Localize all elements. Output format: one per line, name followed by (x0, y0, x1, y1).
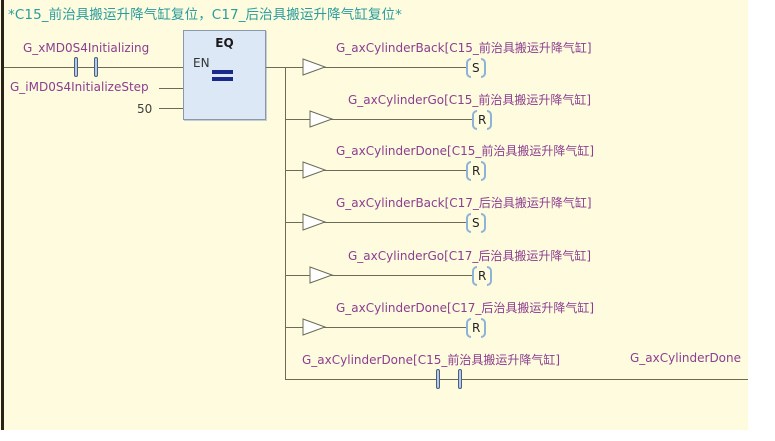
output-wire (285, 67, 466, 68)
output-wire (285, 327, 466, 328)
output-wire (285, 222, 466, 223)
eq-block-title: EQ (215, 36, 234, 50)
left-power-rail (1, 0, 4, 430)
eq-input-1-wire (159, 88, 183, 89)
edge-trigger-icon[interactable] (302, 58, 327, 76)
next-element-label[interactable]: G_axCylinderDone (630, 351, 742, 365)
coil-variable-label[interactable]: G_axCylinderDone[C15_前治具搬运升降气缸] (336, 144, 595, 158)
edge-trigger-icon[interactable] (309, 110, 334, 128)
eq-function-block[interactable]: EQ EN (183, 30, 266, 120)
set-coil[interactable]: S (466, 57, 486, 79)
reset-coil[interactable]: R (472, 265, 493, 287)
coil-right-paren (487, 266, 493, 286)
input-contact-label[interactable]: G_xMD0S4Initializing (23, 41, 150, 55)
coil-variable-label[interactable]: G_axCylinderDone[C17_后治具搬运升降气缸] (336, 301, 595, 315)
coil-right-paren (480, 58, 486, 78)
edge-trigger-icon[interactable] (302, 318, 327, 336)
bottom-branch-wire (285, 379, 748, 380)
coil-left-paren (466, 58, 471, 78)
coil-right-paren (487, 110, 493, 130)
eq-input-2-wire (159, 108, 183, 109)
output-wire (285, 119, 472, 120)
eq-input-1-label[interactable]: G_iMD0S4InitializeStep (10, 80, 149, 94)
coil-type: R (478, 113, 487, 127)
rung-wire (4, 67, 183, 68)
output-wire (285, 275, 472, 276)
coil-left-paren (472, 110, 477, 130)
edge-trigger-icon[interactable] (302, 213, 327, 231)
coil-variable-label[interactable]: G_axCylinderBack[C15_前治具搬运升降气缸] (336, 41, 592, 55)
set-coil[interactable]: S (466, 212, 486, 234)
coil-type: S (472, 61, 480, 75)
contact-right-bar (458, 369, 462, 389)
contact-left-bar (436, 369, 440, 389)
coil-type: R (478, 269, 487, 283)
coil-type: R (472, 164, 481, 178)
equals-icon (212, 70, 233, 81)
edge-trigger-icon[interactable] (302, 161, 327, 179)
coil-right-paren (481, 318, 487, 338)
eq-enable-pin: EN (193, 56, 210, 70)
ladder-editor-canvas[interactable]: *C15_前治具搬运升降气缸复位，C17_后治具搬运升降气缸复位* G_xMD0… (0, 0, 748, 430)
coil-variable-label[interactable]: G_axCylinderGo[C17_后治具搬运升降气缸] (348, 249, 592, 263)
coil-left-paren (466, 318, 471, 338)
coil-type: S (472, 216, 480, 230)
coil-left-paren (472, 266, 477, 286)
coil-variable-label[interactable]: G_axCylinderBack[C17_后治具搬运升降气缸] (336, 196, 592, 210)
coil-right-paren (480, 213, 486, 233)
edge-trigger-icon[interactable] (309, 266, 334, 284)
reset-coil[interactable]: R (472, 109, 493, 131)
contact-right-bar (94, 57, 98, 77)
coil-variable-label[interactable]: G_axCylinderGo[C15_前治具搬运升降气缸] (348, 93, 592, 107)
bottom-contact-label[interactable]: G_axCylinderDone[C15_前治具搬运升降气缸] (302, 353, 561, 367)
coil-left-paren (466, 213, 471, 233)
reset-coil[interactable]: R (466, 160, 487, 182)
eq-output-wire (266, 67, 286, 68)
output-wire (285, 170, 466, 171)
contact-left-bar (74, 57, 78, 77)
coil-left-paren (466, 161, 471, 181)
rung-comment[interactable]: *C15_前治具搬运升降气缸复位，C17_后治具搬运升降气缸复位* (8, 7, 403, 23)
coil-right-paren (481, 161, 487, 181)
reset-coil[interactable]: R (466, 317, 487, 339)
coil-type: R (472, 321, 481, 335)
branch-vertical-wire (285, 67, 286, 380)
eq-input-2-label[interactable]: 50 (137, 102, 153, 116)
